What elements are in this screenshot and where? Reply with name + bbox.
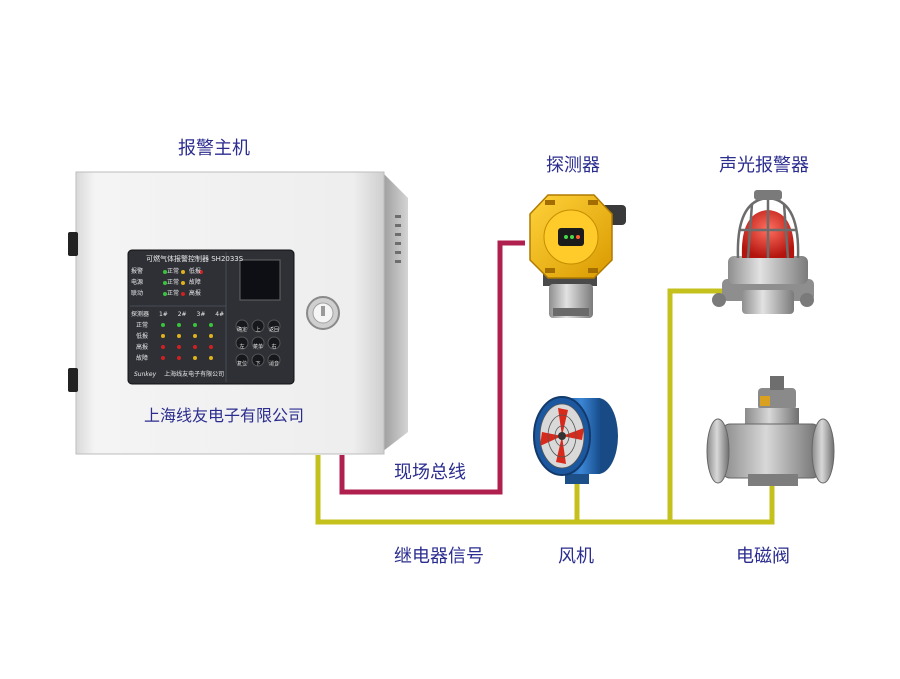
- valve-flange-right: [811, 418, 835, 484]
- panel-status-rows: 报警 正常 低报 电源 正常 故障 联动 正常 高报: [131, 266, 201, 299]
- label-alarm-host: 报警主机: [178, 138, 250, 159]
- host-company-name: 上海线友电子有限公司: [144, 406, 305, 425]
- gas-detector-device: [529, 194, 626, 318]
- label-sound-light-alarm: 声光报警器: [719, 155, 809, 176]
- panel-keypad-labels: 确定上返回左菜单右复位下消音: [236, 327, 279, 367]
- panel-row-alarm: 报警 正常 低报: [131, 268, 201, 275]
- panel-detector-section: 探测器 1# 2# 3# 4#: [131, 311, 225, 318]
- panel-title: 可燃气体报警控制器 SH2033S: [146, 255, 244, 263]
- relay-to-alarm-line: [667, 288, 726, 522]
- label-fan: 风机: [558, 546, 594, 567]
- panel-footer: Sunkey 上海线友电子有限公司: [134, 369, 224, 378]
- panel-channel-rows: 正常 低报 高报 故障: [136, 322, 149, 362]
- label-detector: 探测器: [546, 155, 600, 176]
- channel-led-matrix: [161, 323, 213, 360]
- panel-row-linkage: 联动 正常 高报: [131, 290, 201, 297]
- lcd-screen: [239, 259, 281, 301]
- hinge-bottom: [68, 368, 78, 392]
- label-relay-signal: 继电器信号: [394, 546, 484, 567]
- panel-brand: Sunkey: [134, 371, 157, 378]
- valve-flange-left: [706, 418, 730, 484]
- alarm-host-device: [68, 171, 408, 455]
- door-lock-icon: [306, 296, 340, 330]
- status-leds: [163, 270, 203, 296]
- field-bus-line: [339, 240, 525, 495]
- label-solenoid-valve: 电磁阀: [736, 546, 790, 567]
- fan-device: [533, 396, 618, 484]
- relay-signal-line: [315, 455, 775, 525]
- panel-row-power: 电源 正常 故障: [131, 279, 201, 286]
- panel-company-small: 上海线友电子有限公司: [164, 371, 225, 378]
- sound-light-alarm-device: [712, 190, 814, 314]
- keypad: [235, 319, 281, 367]
- label-field-bus: 现场总线: [394, 462, 466, 483]
- solenoid-valve-device: [706, 376, 835, 486]
- hinge-top: [68, 232, 78, 256]
- wiring: [315, 240, 775, 525]
